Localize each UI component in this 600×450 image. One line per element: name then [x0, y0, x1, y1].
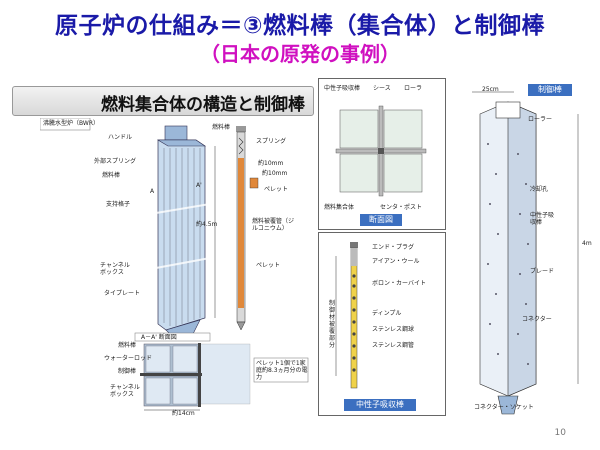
label-roller-top: ローラ: [404, 85, 423, 92]
cross-section-tag: 断面図: [360, 214, 402, 226]
label-water-rod: ウォーターロッド: [104, 355, 153, 362]
label-cooling-hole: 冷却孔: [530, 186, 549, 193]
label-width: 約14cm: [172, 410, 195, 417]
absorber-rod-drawing: [335, 242, 358, 389]
label-pellet: ペレット: [264, 186, 289, 193]
label-dia: 約10mm: [258, 160, 284, 167]
label-outer-spring: 外部スプリング: [94, 158, 137, 165]
label-length: 約4.5m: [196, 221, 218, 228]
label-height: 約10mm: [262, 170, 288, 177]
label-channel-box-2: チャンネルボックス: [110, 384, 140, 398]
fuel-assembly-figure: [40, 118, 309, 411]
label-width-25cm: 25cm: [482, 86, 499, 93]
label-connector-socket: コネクター・ソケット: [474, 404, 534, 411]
label-vertical: 制御材被覆部分: [329, 300, 336, 349]
label-fuel-rod-2: 燃料棒: [118, 342, 137, 349]
label-note: ペレット1個で1家庭約8.3ヵ月分の電力: [256, 360, 308, 381]
label-cladding: 燃料被覆管（ジルコニウム）: [252, 218, 295, 232]
label-neutron-absorber-top: 中性子吸収棒: [324, 85, 361, 92]
bwr-caption: 沸騰水型炉（BWR）: [43, 120, 100, 127]
control-rod-drawing: [472, 91, 579, 415]
label-ss-pipe: ステンレス鋼管: [372, 342, 415, 349]
control-rod-tag: 制御棒: [528, 84, 572, 96]
label-control-rod: 制御棒: [118, 368, 137, 375]
slide-title: 原子炉の仕組み＝③燃料棒（集合体）と制御棒: [55, 13, 545, 39]
figure-banner-text: 燃料集合体の構造と制御棒: [101, 95, 305, 115]
label-height-4m: 4m: [582, 240, 592, 247]
label-a-prime: A': [196, 182, 202, 189]
label-handle: ハンドル: [108, 134, 133, 141]
label-pellet-2: ペレット: [256, 262, 281, 269]
label-rod-top: 燃料棒: [212, 124, 231, 131]
label-center-post: センタ・ポスト: [380, 204, 423, 211]
slide-subtitle: （日本の原発の事例）: [200, 42, 400, 66]
label-fuel-assembly: 燃料集合体: [324, 204, 355, 211]
figure-banner: 燃料集合体の構造と制御棒: [12, 86, 314, 116]
absorber-rod-panel: [318, 232, 446, 416]
page-number: 10: [554, 428, 566, 438]
label-sheath: シース: [373, 85, 391, 92]
cross-section-drawing: [335, 105, 427, 197]
label-boron-carbide: ボロン・カーバイト: [372, 280, 426, 287]
label-dimple: ディンプル: [372, 310, 402, 317]
label-spring: スプリング: [256, 138, 287, 145]
label-a: A: [150, 188, 155, 195]
label-iron-wool: アイアン・ウール: [372, 258, 420, 265]
label-blade: ブレード: [530, 268, 555, 275]
label-ss-tube: ステンレス鋼球: [372, 326, 415, 333]
label-tie-plate: タイプレート: [104, 290, 141, 297]
label-section: A－A' 断面図: [141, 334, 177, 341]
label-roller-cr: ローラー: [528, 116, 553, 123]
label-end-plug: エンド・プラグ: [372, 244, 415, 251]
label-connector: コネクター: [522, 316, 552, 323]
label-neutron-absorber-cr: 中性子吸収棒: [530, 212, 555, 226]
label-channel-box: チャンネルボックス: [100, 262, 130, 276]
label-fuel-rod: 燃料棒: [102, 172, 121, 179]
absorber-rod-tag: 中性子吸収棒: [344, 399, 416, 411]
label-spacer: 支持格子: [106, 201, 131, 208]
